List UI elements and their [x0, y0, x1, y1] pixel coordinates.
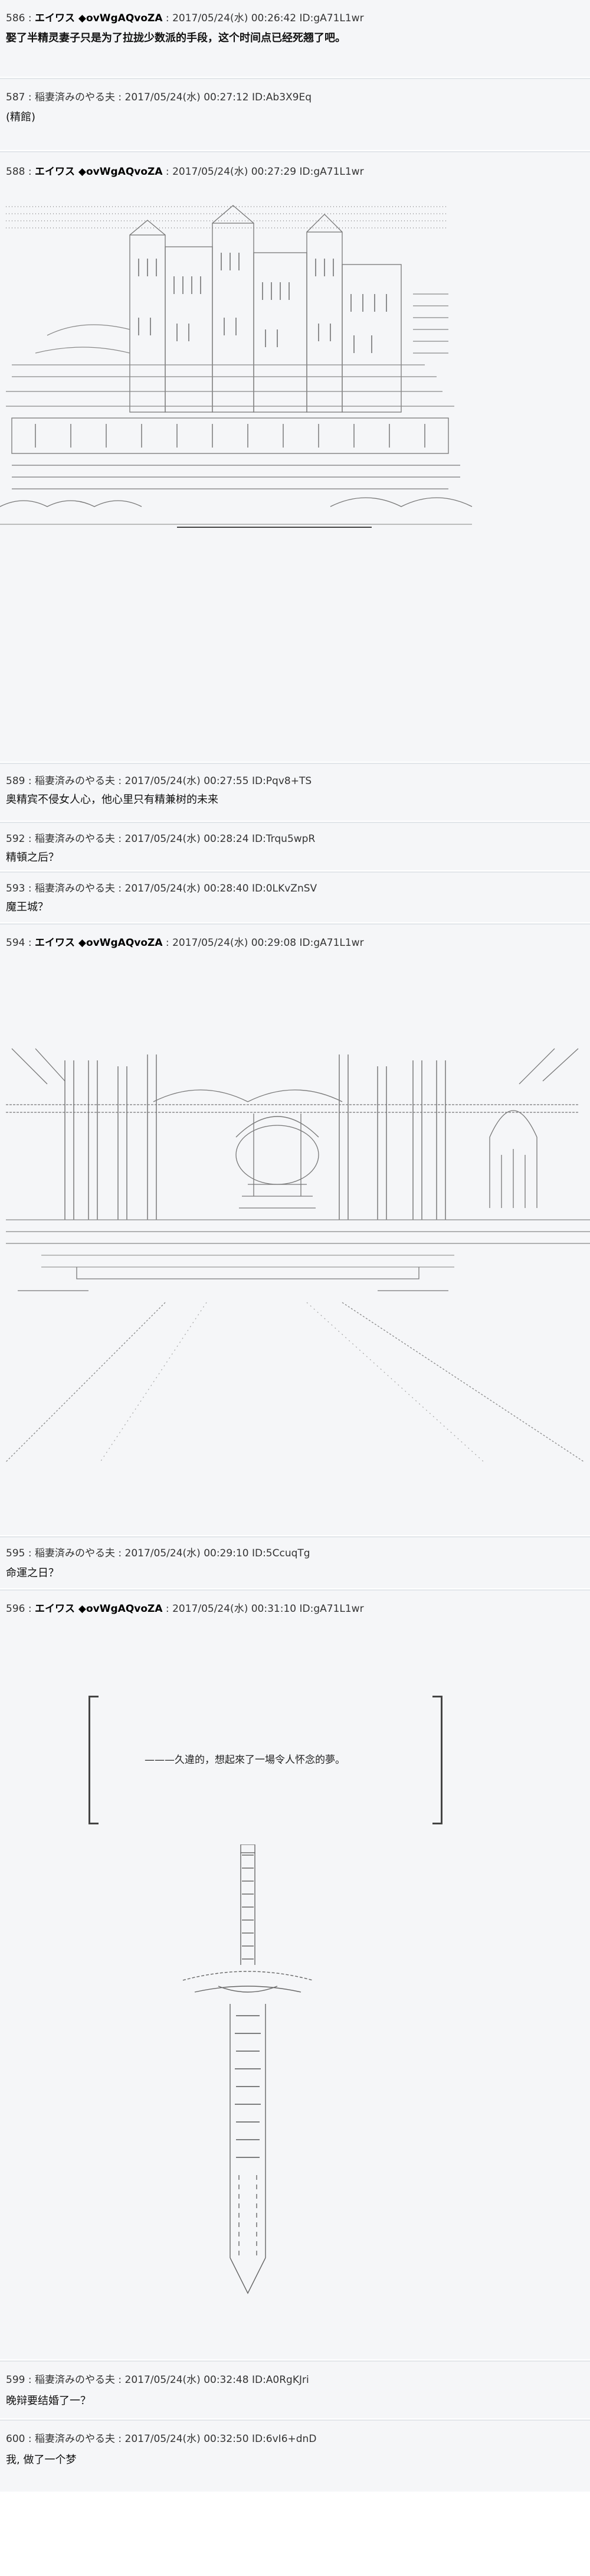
separator [0, 78, 590, 79]
post-592: 592 : 稲妻済みのやる夫 : 2017/05/24(水) 00:28:24 … [0, 823, 590, 870]
post-id: ID:6vI6+dnD [251, 2433, 317, 2445]
post-id: ID:5CcuqTg [251, 1547, 310, 1559]
post-id: ID:gA71L1wr [299, 166, 364, 178]
post-date: 2017/05/24(水) 00:28:24 [124, 833, 249, 845]
post-header: 593 : 稲妻済みのやる夫 : 2017/05/24(水) 00:28:40 … [6, 883, 317, 894]
post-number: 599 [6, 2374, 25, 2386]
post-587: 587 : 稲妻済みのやる夫 : 2017/05/24(水) 00:27:12 … [0, 79, 590, 150]
post-header: 587 : 稲妻済みのやる夫 : 2017/05/24(水) 00:27:12 … [6, 92, 312, 103]
poster-name: エイワス ◆ovWgAQvoZA [35, 166, 163, 178]
post-date: 2017/05/24(水) 00:31:10 [172, 1603, 297, 1615]
post-body: 晚辩要结婚了一？ [6, 2395, 91, 2407]
poster-name: 稲妻済みのやる夫 [35, 833, 115, 845]
post-number: 586 [6, 12, 25, 24]
post-body: 我, 做了一个梦 [6, 2454, 77, 2466]
separator [0, 763, 590, 764]
post-header: 589 : 稲妻済みのやる夫 : 2017/05/24(水) 00:27:55 … [6, 775, 312, 787]
post-id: ID:gA71L1wr [299, 1603, 364, 1615]
post-594: 594 : エイワス ◆ovWgAQvoZA : 2017/05/24(水) 0… [0, 925, 590, 1535]
post-header: 600 : 稲妻済みのやる夫 : 2017/05/24(水) 00:32:50 … [6, 2433, 317, 2445]
post-body: 精頓之后？ [6, 851, 59, 864]
frame-bracket-left [88, 1696, 99, 1824]
post-header: 595 : 稲妻済みのやる夫 : 2017/05/24(水) 00:29:10 … [6, 1547, 310, 1559]
post-body: 命運之日？ [6, 1567, 59, 1579]
post-number: 600 [6, 2433, 25, 2445]
post-date: 2017/05/24(水) 00:27:55 [124, 775, 249, 787]
post-date: 2017/05/24(水) 00:27:29 [172, 166, 297, 178]
separator [0, 871, 590, 873]
poster-name: 稲妻済みのやる夫 [35, 2374, 115, 2386]
post-body: (精館) [6, 111, 36, 123]
separator [0, 1536, 590, 1537]
poster-name: 稲妻済みのやる夫 [35, 883, 115, 894]
post-595: 595 : 稲妻済みのやる夫 : 2017/05/24(水) 00:29:10 … [0, 1537, 590, 1588]
post-header: 592 : 稲妻済みのやる夫 : 2017/05/24(水) 00:28:24 … [6, 833, 316, 845]
post-date: 2017/05/24(水) 00:27:12 [124, 92, 249, 103]
post-589: 589 : 稲妻済みのやる夫 : 2017/05/24(水) 00:27:55 … [0, 764, 590, 821]
poster-name: 稲妻済みのやる夫 [35, 775, 115, 787]
post-588: 588 : エイワス ◆ovWgAQvoZA : 2017/05/24(水) 0… [0, 152, 590, 762]
post-number: 595 [6, 1547, 25, 1559]
post-body: 魔王城？ [6, 901, 48, 913]
post-header: 599 : 稲妻済みのやる夫 : 2017/05/24(水) 00:32:48 … [6, 2374, 309, 2386]
post-body: 奥精宾不侵女人心，他心里只有精兼树的未来 [6, 794, 218, 806]
post-593: 593 : 稲妻済みのやる夫 : 2017/05/24(水) 00:28:40 … [0, 873, 590, 922]
post-number: 594 [6, 937, 25, 949]
post-id: ID:Trqu5wpR [251, 833, 316, 845]
post-id: ID:Ab3X9Eq [251, 92, 312, 103]
post-header: 594 : エイワス ◆ovWgAQvoZA : 2017/05/24(水) 0… [6, 937, 364, 949]
post-date: 2017/05/24(水) 00:26:42 [172, 12, 297, 24]
poster-name: 稲妻済みのやる夫 [35, 2433, 115, 2445]
post-header: 586 : エイワス ◆ovWgAQvoZA : 2017/05/24(水) 0… [6, 12, 364, 24]
separator [0, 822, 590, 823]
post-id: ID:A0RgKJri [251, 2374, 309, 2386]
separator [0, 151, 590, 152]
post-number: 587 [6, 92, 25, 103]
poster-name: 稲妻済みのやる夫 [35, 92, 115, 103]
sword-ascii-art [148, 1844, 395, 2352]
post-number: 589 [6, 775, 25, 787]
post-number: 592 [6, 833, 25, 845]
castle-ascii-art [0, 188, 590, 755]
post-date: 2017/05/24(水) 00:29:10 [124, 1547, 249, 1559]
separator [0, 1589, 590, 1591]
frame-text: ———久違的，想起來了一場令人怀念的夢。 [145, 1754, 345, 1766]
separator [0, 923, 590, 925]
post-600: 600 : 稲妻済みのやる夫 : 2017/05/24(水) 00:32:50 … [0, 2421, 590, 2492]
dream-frame: ———久違的，想起來了一場令人怀念的夢。 [88, 1696, 442, 1824]
poster-name: エイワス ◆ovWgAQvoZA [35, 1603, 163, 1615]
throne-hall-ascii-art [0, 960, 590, 1527]
post-586: 586 : エイワス ◆ovWgAQvoZA : 2017/05/24(水) 0… [0, 0, 590, 77]
separator [0, 2420, 590, 2421]
post-date: 2017/05/24(水) 00:32:48 [124, 2374, 249, 2386]
post-596: 596 : エイワス ◆ovWgAQvoZA : 2017/05/24(水) 0… [0, 1591, 590, 2359]
poster-name: エイワス ◆ovWgAQvoZA [35, 12, 163, 24]
separator [0, 2360, 590, 2362]
post-header: 588 : エイワス ◆ovWgAQvoZA : 2017/05/24(水) 0… [6, 166, 364, 178]
post-id: ID:gA71L1wr [299, 937, 364, 949]
post-id: ID:gA71L1wr [299, 12, 364, 24]
post-date: 2017/05/24(水) 00:29:08 [172, 937, 297, 949]
post-599: 599 : 稲妻済みのやる夫 : 2017/05/24(水) 00:32:48 … [0, 2362, 590, 2418]
post-id: ID:0LKvZnSV [251, 883, 317, 894]
post-header: 596 : エイワス ◆ovWgAQvoZA : 2017/05/24(水) 0… [6, 1603, 364, 1615]
poster-name: 稲妻済みのやる夫 [35, 1547, 115, 1559]
post-number: 593 [6, 883, 25, 894]
post-body: 娶了半精灵妻子只是为了拉拢少数派的手段，这个时间点已经死翘了吧。 [6, 32, 346, 44]
poster-name: エイワス ◆ovWgAQvoZA [35, 937, 163, 949]
post-number: 596 [6, 1603, 25, 1615]
post-date: 2017/05/24(水) 00:28:40 [124, 883, 249, 894]
frame-bracket-right [432, 1696, 442, 1824]
post-id: ID:Pqv8+TS [251, 775, 312, 787]
post-number: 588 [6, 166, 25, 178]
post-date: 2017/05/24(水) 00:32:50 [124, 2433, 249, 2445]
